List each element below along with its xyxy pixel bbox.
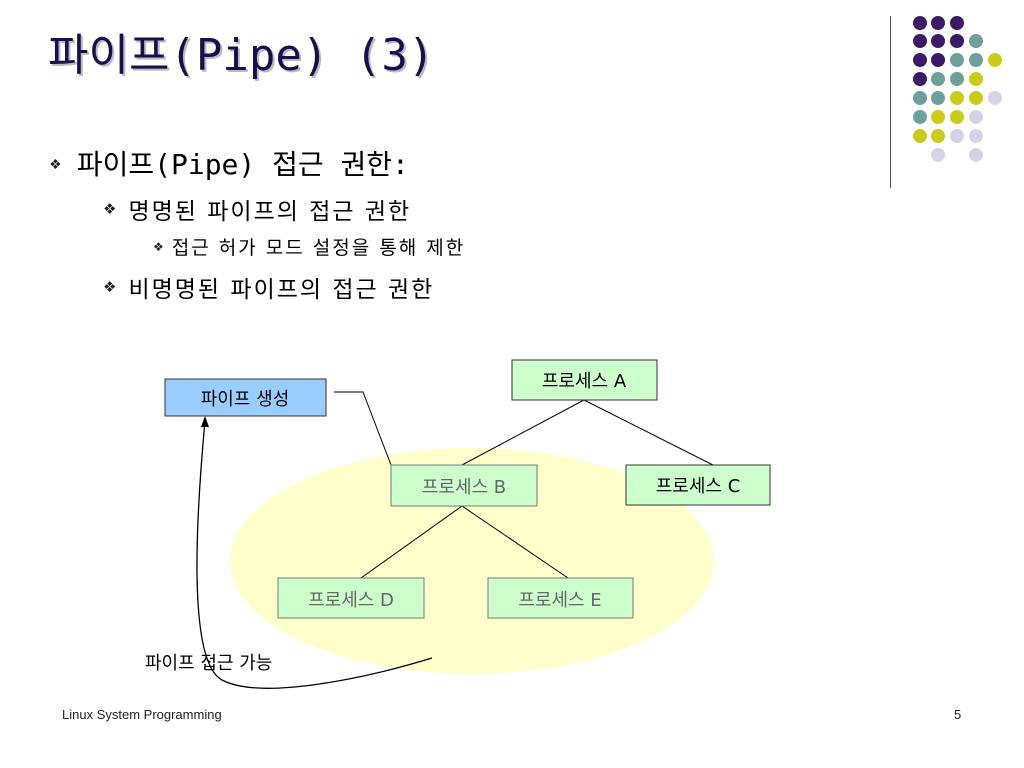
decorative-dot: [950, 16, 964, 30]
decorative-dot: [988, 53, 1002, 67]
decorative-dot: [950, 34, 964, 48]
edge-b-e: [461, 505, 569, 579]
decorative-dot: [913, 34, 927, 48]
diamond-bullet-icon: ❖: [153, 239, 166, 254]
process-e-label: 프로세스 E: [518, 590, 601, 611]
node-process-e: 프로세스 E: [487, 577, 634, 619]
bullet-level-3: ❖ 접근 허가 모드 설정을 통해 제한: [153, 233, 465, 260]
bullet-text: 명명된 파이프의 접근 권한: [128, 199, 412, 225]
decorative-dot: [913, 91, 927, 105]
decorative-dot: [931, 16, 945, 30]
node-process-d: 프로세스 D: [277, 577, 425, 619]
footer-page-number: 5: [954, 707, 962, 722]
decorative-dot: [913, 53, 927, 67]
decorative-dot: [950, 53, 964, 67]
node-process-c: 프로세스 C: [625, 464, 771, 506]
decorative-dot: [950, 91, 964, 105]
diamond-bullet-icon: ❖: [50, 152, 61, 174]
process-c-label: 프로세스 C: [656, 476, 741, 497]
process-d-label: 프로세스 D: [308, 590, 394, 611]
decorative-dot: [969, 34, 983, 48]
process-b-label: 프로세스 B: [422, 477, 506, 498]
decorative-dot: [931, 148, 945, 162]
decorative-dot: [950, 72, 964, 86]
diamond-bullet-icon: ❖: [103, 278, 119, 296]
process-tree-diagram: 파이프 생성 프로세스 A 프로세스 B 프로세스 C 프로세스 D 프로세스 …: [145, 359, 771, 689]
edge-a-b: [461, 399, 585, 466]
node-pipe-create: 파이프 생성: [164, 378, 327, 417]
decorative-dot: [969, 72, 983, 86]
decorative-dot: [969, 91, 983, 105]
node-process-b: 프로세스 B: [390, 464, 538, 507]
decorative-dot: [950, 110, 964, 124]
pipe-create-label: 파이프 생성: [201, 389, 290, 410]
decorative-dot: [931, 110, 945, 124]
decorative-dot: [913, 72, 927, 86]
decorative-dot: [931, 91, 945, 105]
decorative-dot: [913, 16, 927, 30]
decorative-dot: [931, 34, 945, 48]
decorative-dot: [969, 148, 983, 162]
bullet-level-1: ❖ 파이프(Pipe) 접근 권한:: [50, 143, 409, 183]
decorative-dot: [931, 129, 945, 143]
edge-a-c: [583, 399, 714, 466]
decorative-dot: [950, 129, 964, 143]
bullet-text: 비명명된 파이프의 접근 권한: [128, 277, 435, 303]
decorative-dot: [969, 129, 983, 143]
decorative-dot: [931, 72, 945, 86]
decorative-dot-grid: [913, 16, 1002, 162]
divider-line: [890, 16, 891, 188]
process-a-label: 프로세스 A: [542, 371, 627, 392]
bullet-level-2: ❖ 비명명된 파이프의 접근 권한: [103, 270, 434, 304]
decorative-dot: [988, 91, 1002, 105]
access-arrow: [196, 419, 433, 689]
decorative-dot: [969, 110, 983, 124]
decorative-dot: [913, 110, 927, 124]
edge-b-d: [360, 505, 463, 579]
bullet-text: 접근 허가 모드 설정을 통해 제한: [171, 237, 466, 259]
arrowhead-icon: [201, 416, 209, 427]
bullet-text: 파이프(Pipe) 접근 권한:: [76, 148, 409, 181]
decorative-dot: [931, 53, 945, 67]
slide-title: 파이프(Pipe) (3): [48, 30, 435, 81]
decorative-dot: [969, 53, 983, 67]
footer-course-title: Linux System Programming: [62, 707, 222, 722]
node-process-a: 프로세스 A: [511, 359, 658, 401]
pipe-access-label: 파이프 접근 가능: [145, 653, 272, 674]
bullet-level-2: ❖ 명명된 파이프의 접근 권한: [103, 192, 411, 226]
decorative-dot: [913, 129, 927, 143]
diamond-bullet-icon: ❖: [103, 200, 119, 218]
create-callout-line: [334, 391, 392, 466]
